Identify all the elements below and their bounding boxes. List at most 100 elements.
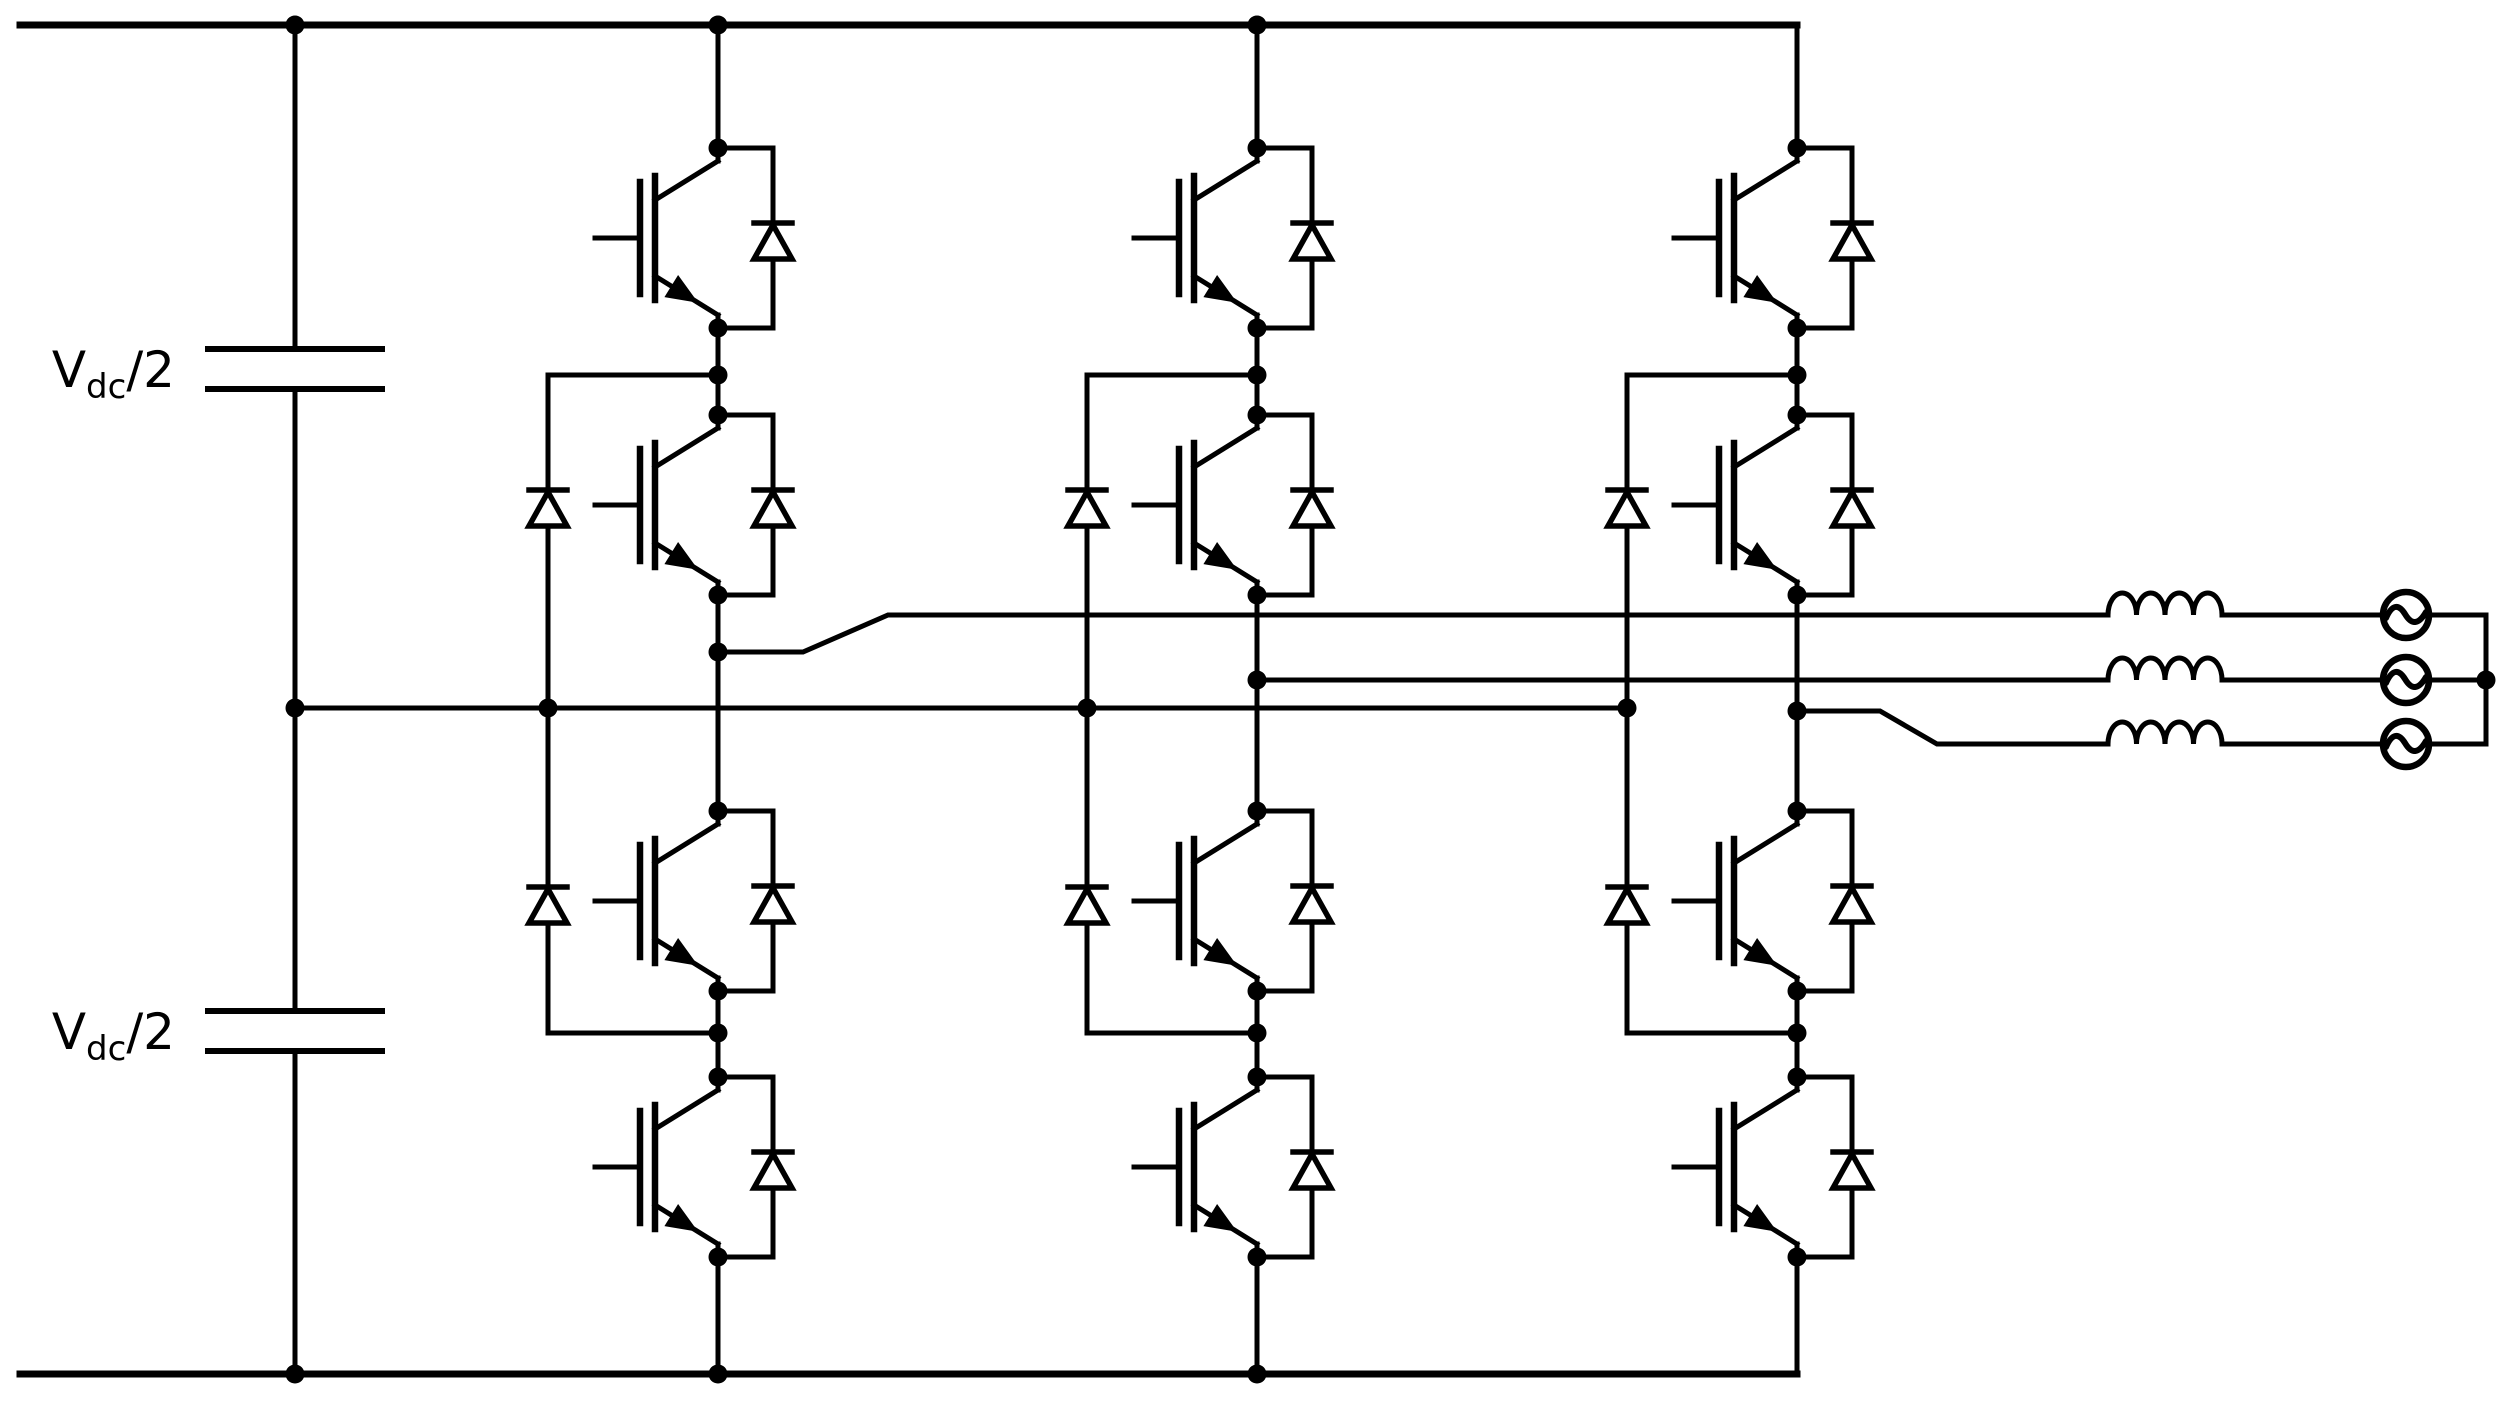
emitter-arrowhead <box>1203 1204 1238 1232</box>
collector-dot <box>1787 138 1807 158</box>
diode-triangle <box>1288 219 1336 262</box>
freewheel-diode <box>1254 1074 1336 1260</box>
diode-triangle <box>1288 882 1336 925</box>
lower-junction-dot <box>1247 1023 1267 1043</box>
collector-diagonal <box>1190 1086 1261 1133</box>
emitter-dot <box>1247 318 1267 338</box>
diode-triangle <box>1063 883 1111 926</box>
vdc-label-sub: dc <box>86 367 126 407</box>
igbt-s3-leg-a <box>592 801 797 1001</box>
vdc-label-sub: dc <box>86 1029 126 1069</box>
emitter-arrowhead <box>664 275 699 303</box>
phase-tap-dot <box>708 642 728 662</box>
diode-triangle <box>524 883 572 926</box>
collector-diagonal <box>1730 820 1801 867</box>
igbt-s3-leg-c <box>1671 801 1876 1001</box>
emitter-dot <box>708 981 728 1001</box>
diode-triangle <box>1063 486 1111 529</box>
upper-junction-dot <box>708 365 728 385</box>
collector-diagonal <box>651 820 722 867</box>
filter-inductor-a <box>2105 590 2225 618</box>
lower-junction-dot <box>708 1023 728 1043</box>
diode-triangle <box>749 882 797 925</box>
emitter-arrowhead <box>664 938 699 966</box>
igbt-s4-leg-a <box>592 1067 797 1267</box>
phase-output-c <box>1794 708 2111 747</box>
collector-dot <box>1247 801 1267 821</box>
freewheel-diode <box>1254 808 1336 994</box>
phase-output-a <box>715 612 2111 655</box>
emitter-arrowhead <box>1203 275 1238 303</box>
filter-inductor-b <box>2105 655 2225 683</box>
diode-triangle <box>1828 486 1876 529</box>
freewheel-diode <box>715 145 797 331</box>
freewheel-diode <box>1794 145 1876 331</box>
collector-diagonal <box>1190 424 1261 471</box>
ac-source-c <box>2379 717 2433 771</box>
output-phase-a <box>2105 588 2489 642</box>
freewheel-diode <box>1794 1074 1876 1260</box>
output-stage <box>2105 588 2496 771</box>
collector-dot <box>1787 801 1807 821</box>
clamp-diode-upper <box>1063 486 1111 529</box>
cap-midpoint-dot <box>285 698 305 718</box>
capacitor-lower: Vdc/2 <box>52 1003 385 1069</box>
igbt-s4-leg-c <box>1671 1067 1876 1267</box>
emitter-arrowhead <box>1743 1204 1778 1232</box>
capacitor-upper: Vdc/2 <box>52 341 385 407</box>
igbt-s1-leg-b <box>1131 138 1336 338</box>
collector-diagonal <box>1190 820 1261 867</box>
phase-leg-c <box>1603 22 2111 1377</box>
sine-wave-icon <box>2383 669 2429 690</box>
diode-triangle <box>1828 219 1876 262</box>
emitter-arrowhead <box>1743 938 1778 966</box>
diode-triangle <box>1603 883 1651 926</box>
phase-leg-b <box>1063 22 2111 1377</box>
emitter-dot <box>1247 585 1267 605</box>
collector-dot <box>1247 1067 1267 1087</box>
emitter-arrowhead <box>1743 542 1778 570</box>
vdc-label-main: V <box>52 1003 86 1061</box>
diode-triangle <box>524 486 572 529</box>
sine-wave-icon <box>2383 733 2429 754</box>
collector-dot <box>708 801 728 821</box>
emitter-dot <box>708 1247 728 1267</box>
freewheel-diode <box>1794 808 1876 994</box>
diode-triangle <box>1288 1148 1336 1191</box>
emitter-dot <box>1247 1247 1267 1267</box>
emitter-arrowhead <box>664 542 699 570</box>
emitter-arrowhead <box>1203 938 1238 966</box>
diode-triangle <box>1828 1148 1876 1191</box>
igbt-s2-leg-b <box>1131 405 1336 605</box>
phase-leg-a <box>524 22 2111 1377</box>
collector-diagonal <box>651 157 722 204</box>
clamp-branch-leg-b <box>1063 372 1260 1036</box>
output-phase-c <box>2105 717 2489 771</box>
collector-diagonal <box>651 424 722 471</box>
diode-triangle <box>749 1148 797 1191</box>
collector-diagonal <box>1190 157 1261 204</box>
filter-inductor-c <box>2105 719 2225 747</box>
collector-dot <box>1247 405 1267 425</box>
vdc-label-suffix: /2 <box>126 341 175 399</box>
diode-triangle <box>1828 882 1876 925</box>
phase-tap-dot <box>1787 701 1807 721</box>
igbt-s1-leg-c <box>1671 138 1876 338</box>
igbt-s3-leg-b <box>1131 801 1336 1001</box>
emitter-dot <box>1787 585 1807 605</box>
collector-dot <box>1247 138 1267 158</box>
diode-triangle <box>1288 486 1336 529</box>
upper-junction-dot <box>1787 365 1807 385</box>
collector-diagonal <box>1730 157 1801 204</box>
diode-triangle <box>749 219 797 262</box>
collector-dot <box>708 138 728 158</box>
freewheel-diode <box>715 808 797 994</box>
freewheel-diode <box>715 1074 797 1260</box>
collector-diagonal <box>1730 1086 1801 1133</box>
collector-diagonal <box>1730 424 1801 471</box>
collector-dot <box>708 1067 728 1087</box>
emitter-dot <box>1787 1247 1807 1267</box>
sine-wave-icon <box>2383 604 2429 625</box>
